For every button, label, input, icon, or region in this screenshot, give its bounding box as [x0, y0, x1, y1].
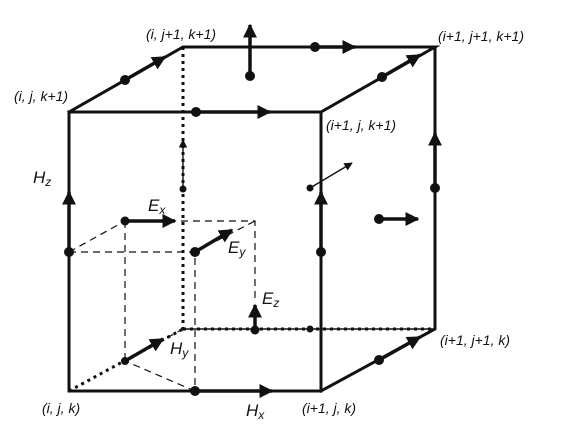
hx-label: Hx — [246, 401, 265, 422]
node-dot — [306, 325, 314, 333]
corner-label-i1-j1-k1: (i+1, j+1, k+1) — [438, 28, 524, 44]
top-right-edge-arrow — [381, 53, 422, 79]
hy-label: Hy — [170, 339, 189, 360]
node-dot — [179, 185, 187, 193]
corner-label-i-j-k1: (i, j, k+1) — [14, 88, 68, 104]
ey-label: Ey — [228, 238, 246, 259]
bottom-right-edge-arrow — [378, 335, 422, 362]
corner-label-i-j1-k1: (i, j+1, k+1) — [146, 26, 216, 42]
node-dot — [306, 184, 314, 192]
field-arrows — [62, 23, 442, 398]
hy-arrow — [124, 337, 165, 363]
ex-label: Ex — [148, 196, 166, 217]
corner-label-i1-j-k: (i+1, j, k) — [302, 400, 356, 416]
connector-lines — [178, 139, 435, 330]
ez-label: Ez — [262, 289, 279, 310]
top-left-edge-arrow — [124, 55, 167, 82]
corner-label-i-j-k: (i, j, k) — [42, 400, 80, 416]
hz-label: Hz — [33, 168, 51, 189]
corner-label-i1-j-k1: (i+1, j, k+1) — [326, 117, 396, 133]
corner-label-i1-j1-k: (i+1, j+1, k) — [440, 332, 510, 348]
ey-arrow — [194, 228, 234, 254]
